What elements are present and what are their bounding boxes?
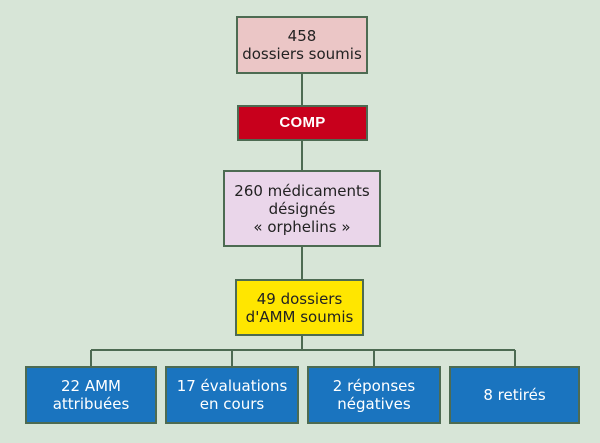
comp-committee-box: COMP: [237, 105, 368, 141]
outcome-withdrawn-box: 8 retirés: [449, 366, 580, 424]
outcome-amm-granted-box: 22 AMM attribuées: [25, 366, 157, 424]
submitted-dossiers-box: 458 dossiers soumis: [236, 16, 368, 74]
outcome-negative-box: 2 réponses négatives: [307, 366, 441, 424]
designated-orphan-drugs-box: 260 médicaments désignés « orphelins »: [223, 170, 381, 247]
amm-dossiers-box: 49 dossiers d'AMM soumis: [235, 279, 364, 336]
outcome-evaluations-box: 17 évaluations en cours: [165, 366, 299, 424]
